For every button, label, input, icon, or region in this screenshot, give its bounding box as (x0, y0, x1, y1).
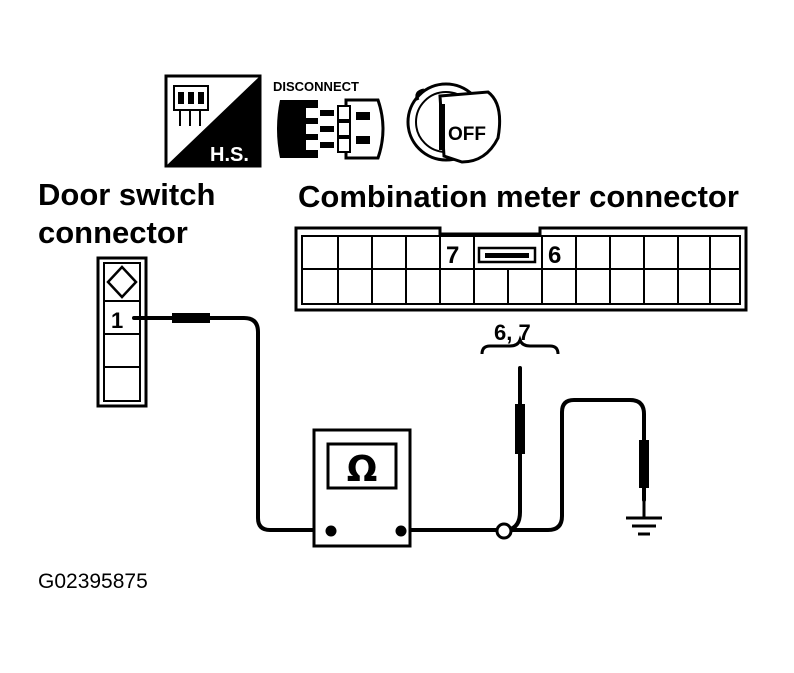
harness-icon-label: H.S. (210, 144, 249, 166)
ohmmeter: Ω (312, 428, 412, 548)
door-switch-title: Door switch connector (38, 176, 215, 252)
meter-pin-6: 6 (548, 242, 561, 269)
harness-connector-icon: H.S. (164, 74, 262, 168)
ignition-off-icon: OFF (406, 82, 502, 164)
door-probe-tip (172, 313, 210, 323)
meter-terminal-right (395, 525, 407, 537)
door-switch-connector: 1 (96, 256, 148, 408)
door-switch-title-line1: Door switch (38, 177, 216, 212)
disconnect-label: DISCONNECT (273, 79, 359, 94)
door-switch-title-line2: connector (38, 215, 188, 250)
meter-terminal-left (325, 525, 337, 537)
meter-pin-7: 7 (446, 242, 459, 269)
probe-pin-label: 6, 7 (494, 320, 531, 345)
wire-junction (495, 522, 513, 540)
ground-icon (626, 500, 662, 536)
disconnect-icon: DISCONNECT (273, 79, 385, 160)
ohm-symbol: Ω (347, 449, 378, 490)
ignition-label: OFF (448, 124, 486, 145)
combination-meter-title: Combination meter connector (298, 179, 739, 214)
probe-tips (172, 313, 649, 488)
figure-id: G02395875 (38, 570, 148, 593)
combination-meter-connector: 7 6 (294, 226, 748, 312)
probe-brace: 6, 7 (480, 320, 560, 355)
meter-probe-tip (515, 404, 525, 454)
door-switch-pin-1: 1 (111, 308, 123, 333)
ground-probe-tip (639, 440, 649, 488)
